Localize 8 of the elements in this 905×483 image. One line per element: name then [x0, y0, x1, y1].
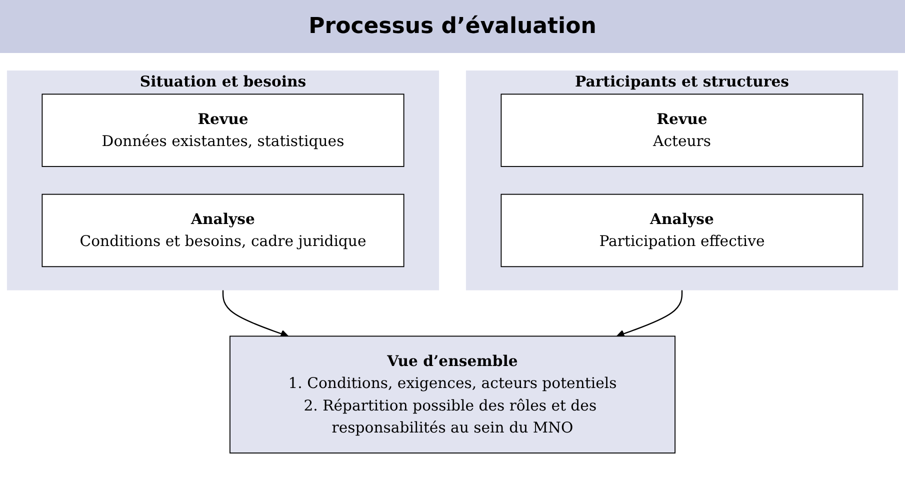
node-box: Analyse Participation effective — [500, 194, 864, 268]
node-box: Analyse Conditions et besoins, cadre juridique — [42, 194, 404, 268]
node-box: Revue Données existantes, statistiques — [42, 94, 404, 167]
title-banner: Processus d’évaluation — [0, 0, 905, 53]
node-box: Vue d’ensemble 1. Conditions, exigences, acteurs potentiels 2. Répartition possible des rôles et des responsabilités au sein du MNO — [230, 336, 676, 454]
arrow — [222, 290, 289, 338]
arrow — [616, 290, 683, 338]
node-box: Revue Acteurs — [500, 94, 864, 167]
